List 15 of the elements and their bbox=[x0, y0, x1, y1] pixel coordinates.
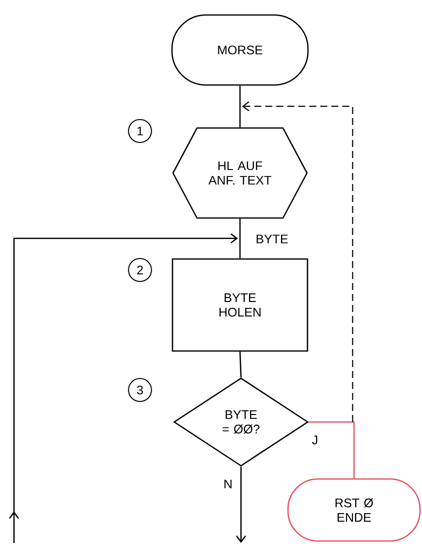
edge-label: BYTE bbox=[254, 234, 290, 244]
connector-line bbox=[239, 86, 241, 128]
arrow bbox=[236, 466, 246, 543]
callout-number: 3 bbox=[128, 378, 152, 402]
callout-number: 1 bbox=[128, 119, 152, 143]
connector-line bbox=[239, 218, 241, 258]
edge-label: J bbox=[310, 434, 320, 446]
arrow bbox=[242, 101, 354, 422]
edge-label: N bbox=[222, 478, 234, 490]
connector-line bbox=[239, 352, 242, 378]
arrow bbox=[8, 233, 238, 543]
preparation-hexagon: HL AUF ANF. TEXT bbox=[172, 127, 308, 219]
connector-line bbox=[308, 421, 355, 478]
process-box: BYTE HOLEN bbox=[172, 258, 308, 352]
callout-number: 2 bbox=[128, 258, 152, 282]
